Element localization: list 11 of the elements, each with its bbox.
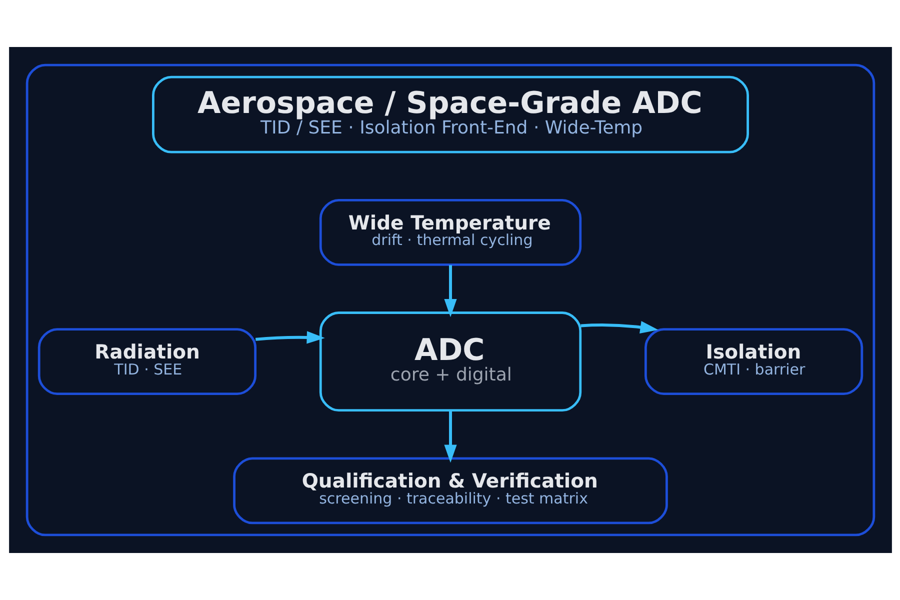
node-box: Isolation CMTI · barrier [644, 328, 863, 396]
node-box: Qualification & Verification screening · traceability · test matrix [232, 457, 668, 524]
arrow [444, 265, 456, 318]
arrow [580, 321, 658, 334]
cluster [25, 64, 875, 536]
node-box: Aerospace / Space-Grade ADC TID / SEE · Isolation Front-End · Wide-Temp [152, 76, 748, 154]
arrow [444, 410, 456, 463]
node-box: Wide Temperature drift · thermal cycling [318, 198, 582, 266]
node-box: ADC core + digital [318, 312, 582, 412]
node-box: Radiation TID · SEE [37, 328, 256, 396]
arrow [254, 331, 324, 344]
